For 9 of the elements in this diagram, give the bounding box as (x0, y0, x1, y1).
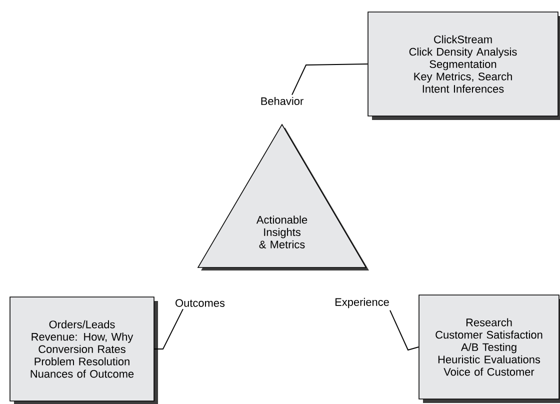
category-label: Experience (336, 298, 389, 308)
leader-line (292, 64, 368, 96)
text-box: Orders/Leads Revenue: How, Why Conversion Rates Problem Resolution Nuances of Outcome (10, 296, 158, 404)
text-box: ClickStream Click Density Analysis Segmentation Key Metrics, Search Intent Inferences (368, 12, 560, 120)
text-box: Research Customer Satisfaction A/B Testing Heuristic Evaluations Voice of Customer (418, 294, 560, 403)
leader-line (154, 308, 184, 350)
leader-line (390, 310, 420, 351)
category-label: Behavior (261, 96, 304, 106)
category-label: Outcomes (176, 299, 225, 307)
